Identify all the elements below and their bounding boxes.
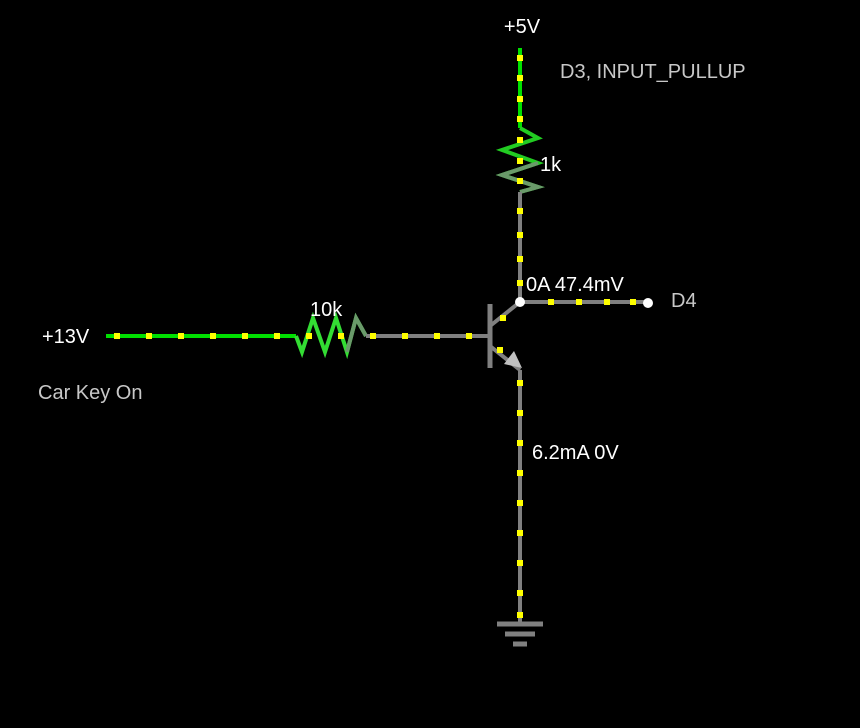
d4-terminal-node[interactable] <box>643 298 653 308</box>
label-resistor-10k: 10k <box>310 299 343 321</box>
collector-node[interactable] <box>515 297 525 307</box>
ground-icon <box>497 621 543 647</box>
label-supply-13v: +13V <box>42 326 90 348</box>
label-pin-d3: D3, INPUT_PULLUP <box>560 61 746 83</box>
label-supply-5v: +5V <box>504 16 541 38</box>
label-key-note: Car Key On <box>38 382 142 404</box>
label-collector-readout: 0A 47.4mV <box>526 274 625 296</box>
npn-transistor[interactable] <box>487 300 522 372</box>
resistor-10k[interactable] <box>294 311 368 360</box>
label-pin-d4: D4 <box>671 290 697 312</box>
emitter-arrow-icon <box>504 351 522 368</box>
label-resistor-1k: 1k <box>540 154 562 176</box>
label-emitter-readout: 6.2mA 0V <box>532 442 619 464</box>
current-dots <box>114 55 636 618</box>
